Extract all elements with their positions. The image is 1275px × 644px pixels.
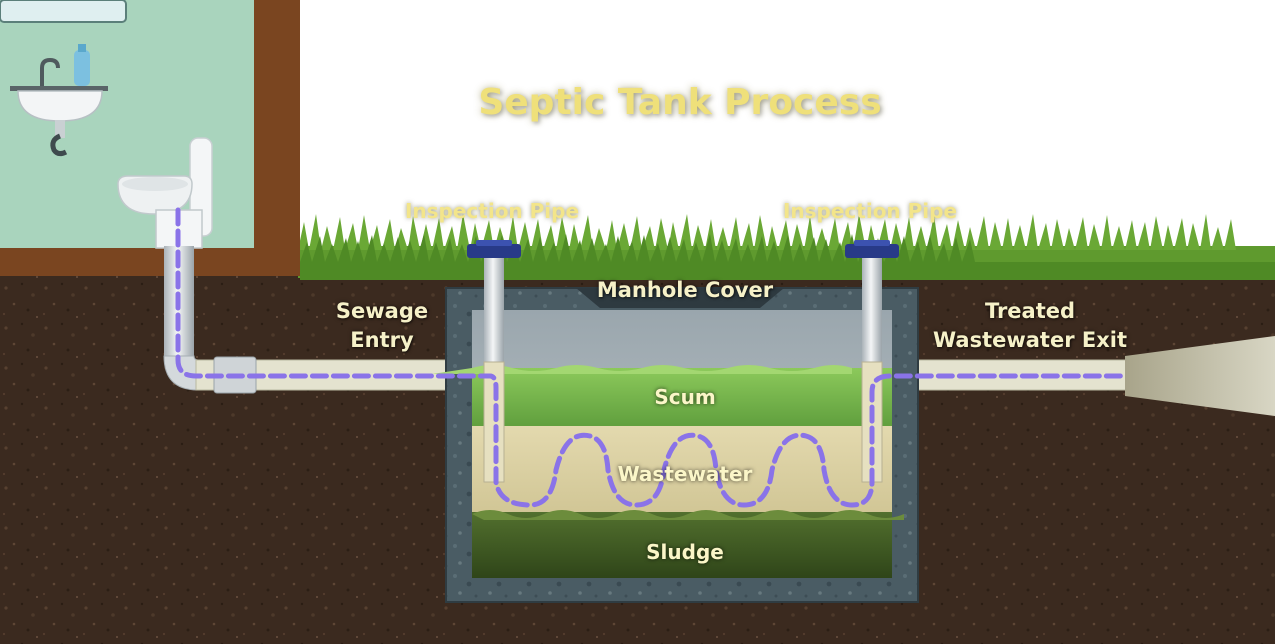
inspection-cap-right-icon	[845, 244, 899, 258]
toilet-icon	[117, 137, 213, 249]
inspection-pipe-left	[467, 240, 521, 483]
wastewater-layer	[472, 426, 892, 522]
septic-tank	[432, 287, 919, 603]
wastewater-spray	[1125, 336, 1275, 416]
manhole-cover-shape	[576, 288, 784, 308]
sludge-label: Sludge	[646, 540, 724, 564]
sludge-layer	[472, 512, 892, 578]
treated-exit-line-1: Treated	[984, 299, 1076, 323]
flow-path	[175, 207, 1125, 508]
wastewater-label: Wastewater	[617, 462, 753, 486]
treated-wastewater-exit-label: Treated Wastewater Exit	[930, 297, 1130, 355]
grass	[298, 214, 1275, 280]
manhole-cover-label: Manhole Cover	[596, 278, 774, 302]
sink-icon	[10, 44, 108, 157]
inspection-pipe-right-label: Inspection Pipe	[782, 199, 958, 223]
sewage-entry-line-2: Entry	[350, 328, 414, 352]
diagram-title: Septic Tank Process	[478, 82, 882, 123]
scum-layer	[472, 368, 892, 428]
inspection-cap-left-icon	[467, 244, 521, 258]
treated-exit-line-2: Wastewater Exit	[932, 328, 1127, 352]
sewage-entry-line-1: Sewage	[335, 299, 429, 323]
inspection-pipe-left-label: Inspection Pipe	[404, 199, 580, 223]
house-wall	[0, 0, 300, 276]
sewage-entry-label: Sewage Entry	[320, 297, 444, 355]
scum-label: Scum	[654, 385, 716, 409]
